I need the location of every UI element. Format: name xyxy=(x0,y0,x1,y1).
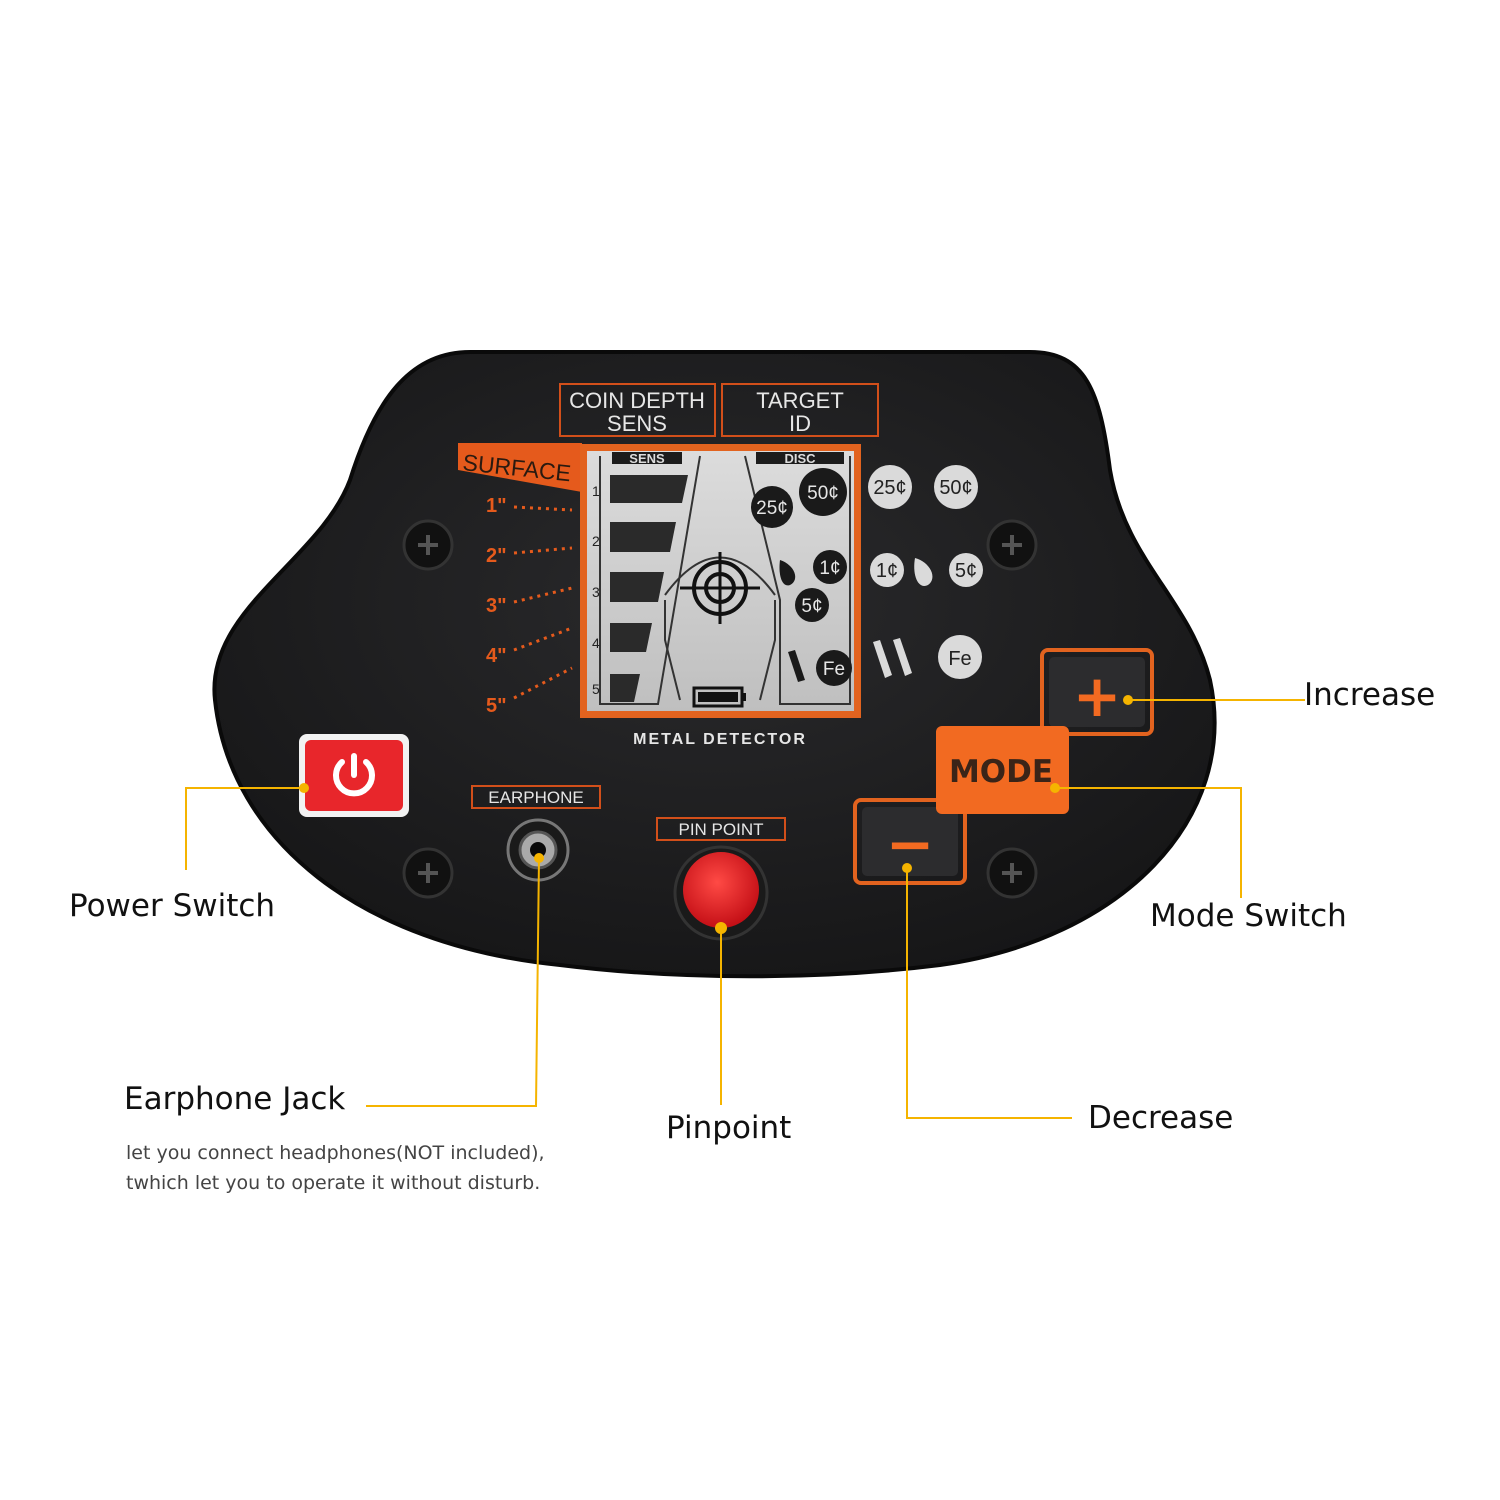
lcd-sens-header: SENS xyxy=(629,451,665,466)
earphone-note-line-2: twhich let you to operate it without dis… xyxy=(126,1172,541,1194)
screw-target-icon xyxy=(873,640,892,678)
lcd-coin-5: 5¢ xyxy=(801,596,822,617)
target-50: 50¢ xyxy=(939,477,972,499)
callout-earphone: Earphone Jack xyxy=(124,1081,346,1117)
sens-label: SENS xyxy=(607,411,667,436)
lcd-level-4: 4 xyxy=(592,635,600,651)
lcd-coin-50: 50¢ xyxy=(807,483,839,504)
lcd-level-1: 1 xyxy=(592,483,600,499)
power-icon xyxy=(333,753,375,797)
nail-target-icon xyxy=(893,638,912,676)
target-fe: Fe xyxy=(948,648,971,670)
id-label: ID xyxy=(789,411,811,436)
callout-mode: Mode Switch xyxy=(1150,898,1347,934)
decrease-button[interactable] xyxy=(853,798,967,885)
depth-5-label: 5" xyxy=(486,695,507,717)
lcd-coin-1: 1¢ xyxy=(819,558,840,579)
screw-icon xyxy=(402,519,1038,899)
sensitivity-bars xyxy=(610,475,688,702)
depth-3-label: 3" xyxy=(486,595,507,617)
lcd-disc-header: DISC xyxy=(784,451,816,466)
product-label: METAL DETECTOR xyxy=(633,731,807,748)
crosshair-icon xyxy=(680,552,760,624)
lcd-coin-25: 25¢ xyxy=(756,498,788,519)
callout-decrease: Decrease xyxy=(1088,1100,1234,1136)
target-25: 25¢ xyxy=(873,477,906,499)
increase-button[interactable] xyxy=(1040,648,1154,736)
mode-label: MODE xyxy=(949,754,1053,790)
lcd-level-5: 5 xyxy=(592,681,600,697)
target-5: 5¢ xyxy=(955,560,977,582)
battery-icon xyxy=(692,686,746,708)
lcd-level-3: 3 xyxy=(592,584,600,600)
pull-tab-icon xyxy=(914,558,933,586)
coin-depth-label: COIN DEPTH xyxy=(569,388,705,413)
lcd-coin-fe: Fe xyxy=(823,659,845,680)
target-label: TARGET xyxy=(756,388,844,413)
callout-increase: Increase xyxy=(1304,677,1436,713)
earphone-label: EARPHONE xyxy=(488,788,583,807)
depth-1-label: 1" xyxy=(486,495,507,517)
plus-icon: + xyxy=(1073,662,1122,730)
target-1: 1¢ xyxy=(876,560,898,582)
callout-power: Power Switch xyxy=(69,888,276,924)
lcd-level-2: 2 xyxy=(592,533,600,549)
lcd-pull-tab-icon xyxy=(779,560,796,586)
mode-button[interactable] xyxy=(936,726,1069,814)
earphone-note-line-1: let you connect headphones(NOT included)… xyxy=(126,1142,545,1164)
pinpoint-button[interactable] xyxy=(673,845,769,941)
depth-4-label: 4" xyxy=(486,645,507,667)
lcd-screw-icon xyxy=(788,650,805,682)
depth-2-label: 2" xyxy=(486,545,507,567)
callout-pinpoint: Pinpoint xyxy=(666,1110,792,1146)
pinpoint-label: PIN POINT xyxy=(678,820,763,839)
